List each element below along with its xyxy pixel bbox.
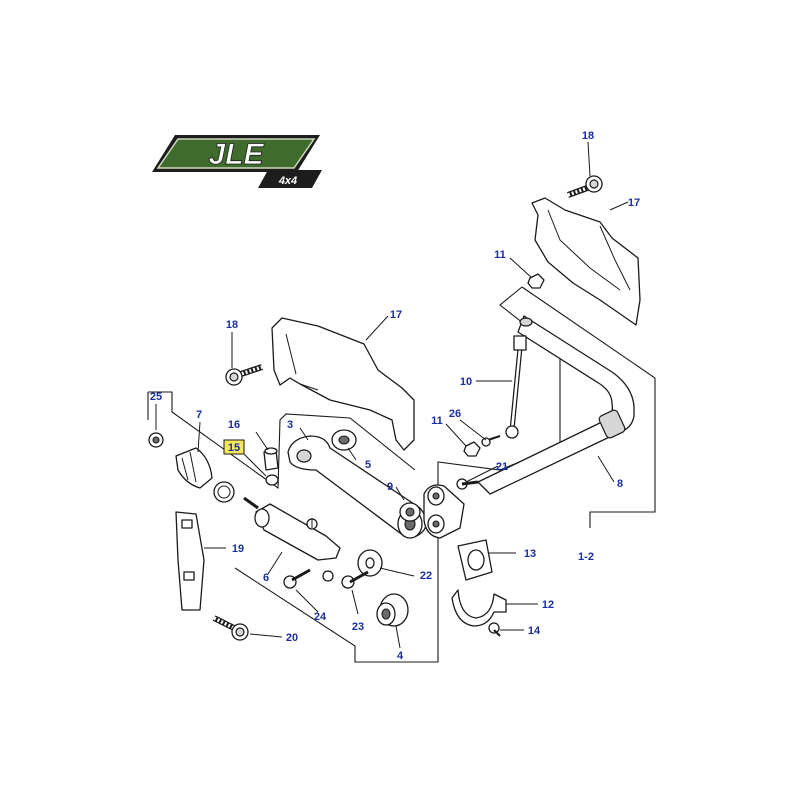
callout-17-upper: 17: [628, 197, 640, 209]
bush-9: [399, 502, 421, 522]
callout-6: 6: [263, 572, 269, 584]
callout-4: 4: [397, 650, 404, 662]
callout-labels: 18 17 11 17 18 10 11 26 21 8 25 7 16 15 …: [150, 130, 640, 662]
nut-lower: [463, 441, 481, 457]
callout-17-lower: 17: [390, 309, 402, 321]
callout-13: 13: [524, 548, 536, 560]
bolt-21: [456, 478, 479, 490]
highlight-box: [223, 439, 245, 455]
bolt-upper: [566, 175, 603, 198]
bolt-23: [341, 570, 369, 589]
bracket-19: [175, 511, 205, 611]
callout-18-upper: 18: [582, 130, 594, 142]
callout-5: 5: [365, 459, 371, 471]
leader-lines: [155, 141, 629, 649]
callout-16: 16: [228, 419, 240, 431]
logo-badge-text: 4x4: [278, 175, 297, 187]
callout-19: 19: [232, 543, 244, 555]
anti-roll-bar: [477, 315, 635, 495]
heat-shield-upper: [531, 197, 641, 326]
callout-23: 23: [352, 621, 364, 633]
callout-11-lower: 11: [431, 415, 443, 427]
callout-21: 21: [496, 461, 508, 473]
bolt-mid: [225, 364, 263, 386]
callout-7: 7: [196, 409, 202, 421]
washer: [481, 437, 491, 447]
bolt-24: [283, 568, 334, 589]
mounting-bracket: [243, 496, 341, 561]
callout-26: 26: [449, 408, 461, 420]
callout-15: 15: [228, 442, 240, 454]
callout-20: 20: [286, 632, 298, 644]
logo-brand-text: JLE: [208, 138, 264, 171]
callout-25: 25: [150, 391, 162, 403]
drop-link: [487, 335, 527, 441]
callout-24: 24: [314, 611, 327, 623]
nut-16: [263, 447, 279, 471]
bush-4: [376, 593, 409, 627]
heat-shield-lower: [271, 317, 415, 451]
bar-end-bracket: [423, 484, 465, 539]
bolt-14: [488, 622, 501, 637]
callout-22: 22: [420, 570, 432, 582]
callout-18-lower: 18: [226, 319, 238, 331]
lower-link-assembly-frame: [148, 391, 416, 490]
clamp-12: [451, 589, 507, 627]
callout-12: 12: [542, 599, 554, 611]
anti-roll-bar-assembly-frame: [521, 286, 656, 528]
washer-15: [265, 474, 279, 486]
callout-11-upper: 11: [494, 249, 506, 261]
callout-9: 9: [387, 481, 393, 493]
washer-22: [357, 549, 383, 577]
callout-14: 14: [528, 625, 541, 637]
callout-8: 8: [617, 478, 623, 490]
callout-10: 10: [460, 376, 472, 388]
jle-logo: JLE 4x4: [152, 135, 322, 188]
bush-13: [457, 539, 493, 581]
gaiter-boot: [148, 432, 235, 503]
callout-1-2: 1-2: [578, 551, 594, 563]
callout-3: 3: [287, 419, 293, 431]
bush-5: [331, 429, 357, 451]
bolt-20: [212, 615, 249, 641]
